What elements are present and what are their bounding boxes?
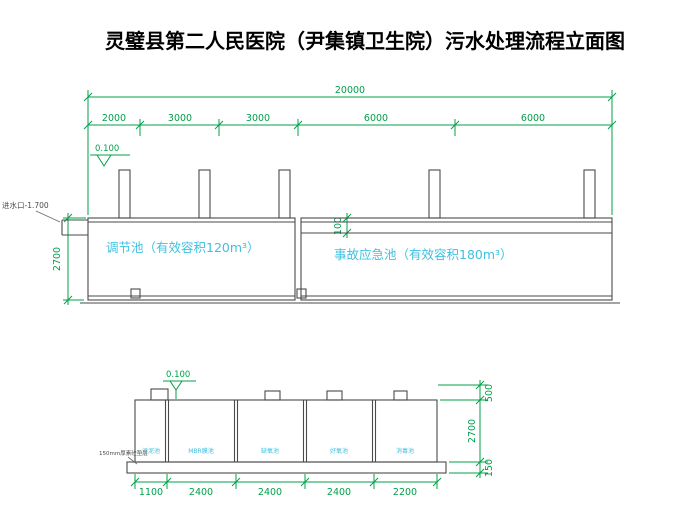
- lower-right-dimension-chain: [438, 380, 488, 478]
- vent-pipe: [583, 169, 596, 219]
- chamber-label-4: 好氧池: [330, 447, 348, 455]
- access-hatch: [264, 390, 281, 401]
- tank2-label: 事故应急池（有效容积180m³）: [334, 247, 513, 262]
- dim-seg-label-5: 6000: [521, 113, 545, 124]
- dim-seg-label-3: 3000: [246, 113, 270, 124]
- right-dim-label-2: 2700: [467, 419, 478, 443]
- level-triangle-icon: [96, 154, 112, 167]
- inlet-leader-line: [35, 210, 61, 223]
- upper-level-label: 0.100: [95, 144, 119, 154]
- access-hatch: [393, 390, 408, 401]
- upper-dimension-chain: [63, 90, 617, 305]
- access-hatch: [150, 388, 169, 401]
- vent-pipe: [118, 169, 131, 219]
- lower-level-symbol: [163, 380, 196, 399]
- lower-tank-structure: [126, 388, 447, 474]
- lower-bottom-dimension-chain: [130, 474, 442, 489]
- bottom-dim-label-2: 2400: [189, 487, 213, 498]
- vent-pipe: [428, 169, 441, 219]
- upper-elevation: 20000 2000 3000 3000 6000 6000 2700 100 …: [2, 85, 620, 305]
- drawing-title: 灵璧县第二人民医院（尹集镇卫生院）污水处理流程立面图: [105, 29, 625, 53]
- right-dim-label-1: 500: [484, 384, 495, 402]
- base-note-label: 150mm厚素砼垫层: [99, 449, 148, 457]
- dim-seg-label-1: 2000: [102, 113, 126, 124]
- base-note-leader-line: [127, 456, 138, 465]
- bottom-dim-label-1: 1100: [139, 487, 163, 498]
- inlet-label: 进水口-1.700: [2, 200, 49, 210]
- dim-gap-label: 100: [333, 217, 344, 235]
- chamber-label-1: 污泥池: [142, 447, 160, 455]
- bottom-dim-label-5: 2200: [393, 487, 417, 498]
- right-dim-label-3: 150: [484, 459, 495, 477]
- tank-bottom-fitting: [296, 288, 307, 299]
- tank-bottom-fitting: [130, 288, 141, 299]
- dim-seg-label-4: 6000: [364, 113, 388, 124]
- bottom-dim-label-4: 2400: [327, 487, 351, 498]
- base-slab: [126, 461, 447, 474]
- chamber-label-2: MBR膜池: [188, 447, 213, 455]
- tank1-label: 调节池（有效容积120m³）: [106, 240, 260, 255]
- upper-level-symbol: [90, 154, 130, 167]
- chamber-label-3: 缺氧池: [261, 447, 279, 455]
- dim-seg-label-2: 3000: [168, 113, 192, 124]
- lower-level-label: 0.100: [166, 370, 190, 380]
- vent-pipe: [198, 169, 211, 219]
- vent-pipe: [278, 169, 291, 219]
- chamber-label-5: 消毒池: [396, 447, 414, 455]
- level-triangle-icon: [169, 380, 183, 391]
- dim-total-label: 20000: [335, 85, 365, 96]
- lower-elevation: 0.100 150mm厚素砼垫层 污泥池 MBR膜池 缺氧池 好氧池 消毒池: [99, 370, 495, 498]
- access-hatch: [326, 390, 343, 401]
- dim-height-label: 2700: [52, 247, 63, 271]
- bottom-dim-label-3: 2400: [258, 487, 282, 498]
- upper-tank-structure: [61, 169, 620, 304]
